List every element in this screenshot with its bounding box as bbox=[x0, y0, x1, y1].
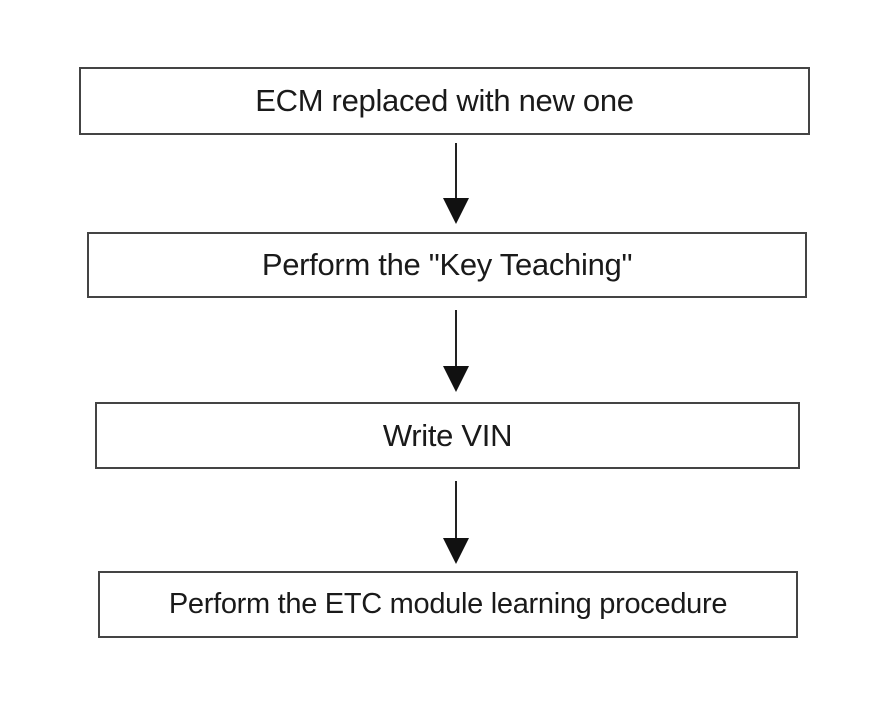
arrow-shaft bbox=[455, 310, 457, 371]
step-box-write-vin: Write VIN bbox=[95, 402, 800, 469]
step-label: Perform the "Key Teaching" bbox=[261, 247, 633, 282]
step-box-key-teaching: Perform the "Key Teaching" bbox=[87, 232, 807, 298]
arrow-shaft bbox=[455, 143, 457, 203]
down-arrow-icon bbox=[441, 481, 471, 564]
arrow-head bbox=[443, 538, 469, 564]
step-label: ECM replaced with new one bbox=[255, 83, 634, 118]
step-box-etc-learning: Perform the ETC module learning procedur… bbox=[98, 571, 798, 638]
step-box-ecm-replaced: ECM replaced with new one bbox=[79, 67, 810, 135]
step-label: Perform the ETC module learning procedur… bbox=[168, 588, 728, 620]
arrow-head bbox=[443, 366, 469, 392]
arrow-shaft bbox=[455, 481, 457, 543]
step-label: Write VIN bbox=[382, 417, 513, 453]
down-arrow-icon bbox=[441, 310, 471, 392]
arrow-head bbox=[443, 198, 469, 224]
down-arrow-icon bbox=[441, 143, 471, 224]
